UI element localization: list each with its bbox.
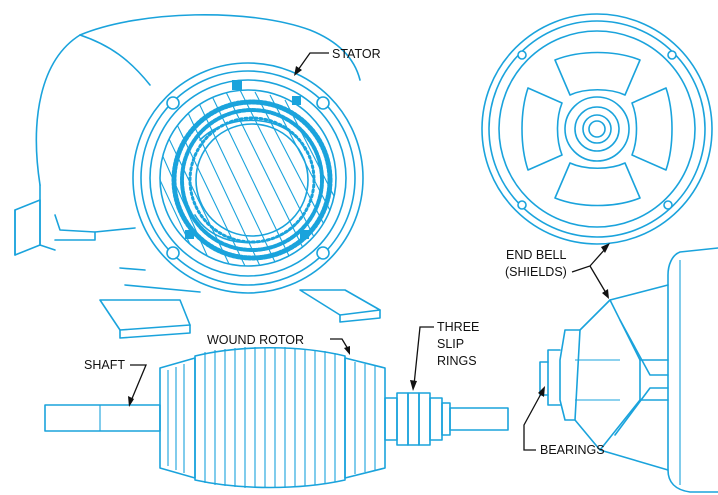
slip-rings-label-line2: SLIP bbox=[437, 337, 464, 351]
end-bell-side-view bbox=[539, 247, 718, 493]
end-bell-leader-lower bbox=[589, 265, 607, 294]
shaft-label: SHAFT bbox=[84, 358, 125, 372]
bolt-hole bbox=[316, 246, 330, 260]
bolt-hole bbox=[316, 96, 330, 110]
bolt-hole bbox=[166, 246, 180, 260]
wound-rotor-label: WOUND ROTOR bbox=[207, 333, 304, 347]
end-bell-leader-upper bbox=[571, 247, 607, 273]
stator-leader bbox=[297, 52, 329, 71]
bearings-leader bbox=[523, 391, 543, 451]
slip-rings-label-line3: RINGS bbox=[437, 354, 477, 368]
shaft-leader bbox=[130, 364, 147, 402]
end-bell-label-line2: (SHIELDS) bbox=[505, 265, 567, 279]
rotor-slots bbox=[204, 347, 336, 488]
bearings-label: BEARINGS bbox=[540, 443, 605, 457]
stator-outer-frame bbox=[132, 62, 364, 294]
slip-rings-leader bbox=[413, 326, 434, 386]
bolt-hole bbox=[166, 96, 180, 110]
wound-rotor-assembly bbox=[44, 346, 509, 489]
stator-label: STATOR bbox=[332, 47, 381, 61]
end-bell-label-line1: END BELL bbox=[506, 248, 566, 262]
stator-windings bbox=[171, 99, 333, 261]
stator-laminations bbox=[160, 90, 336, 266]
end-bell-front-view bbox=[481, 13, 713, 245]
rotor-shaft bbox=[44, 404, 161, 432]
slip-rings-label-line1: THREE bbox=[437, 320, 479, 334]
stator-assembly bbox=[14, 14, 381, 339]
slip-rings bbox=[384, 392, 451, 446]
wound-rotor-leader bbox=[330, 338, 349, 350]
